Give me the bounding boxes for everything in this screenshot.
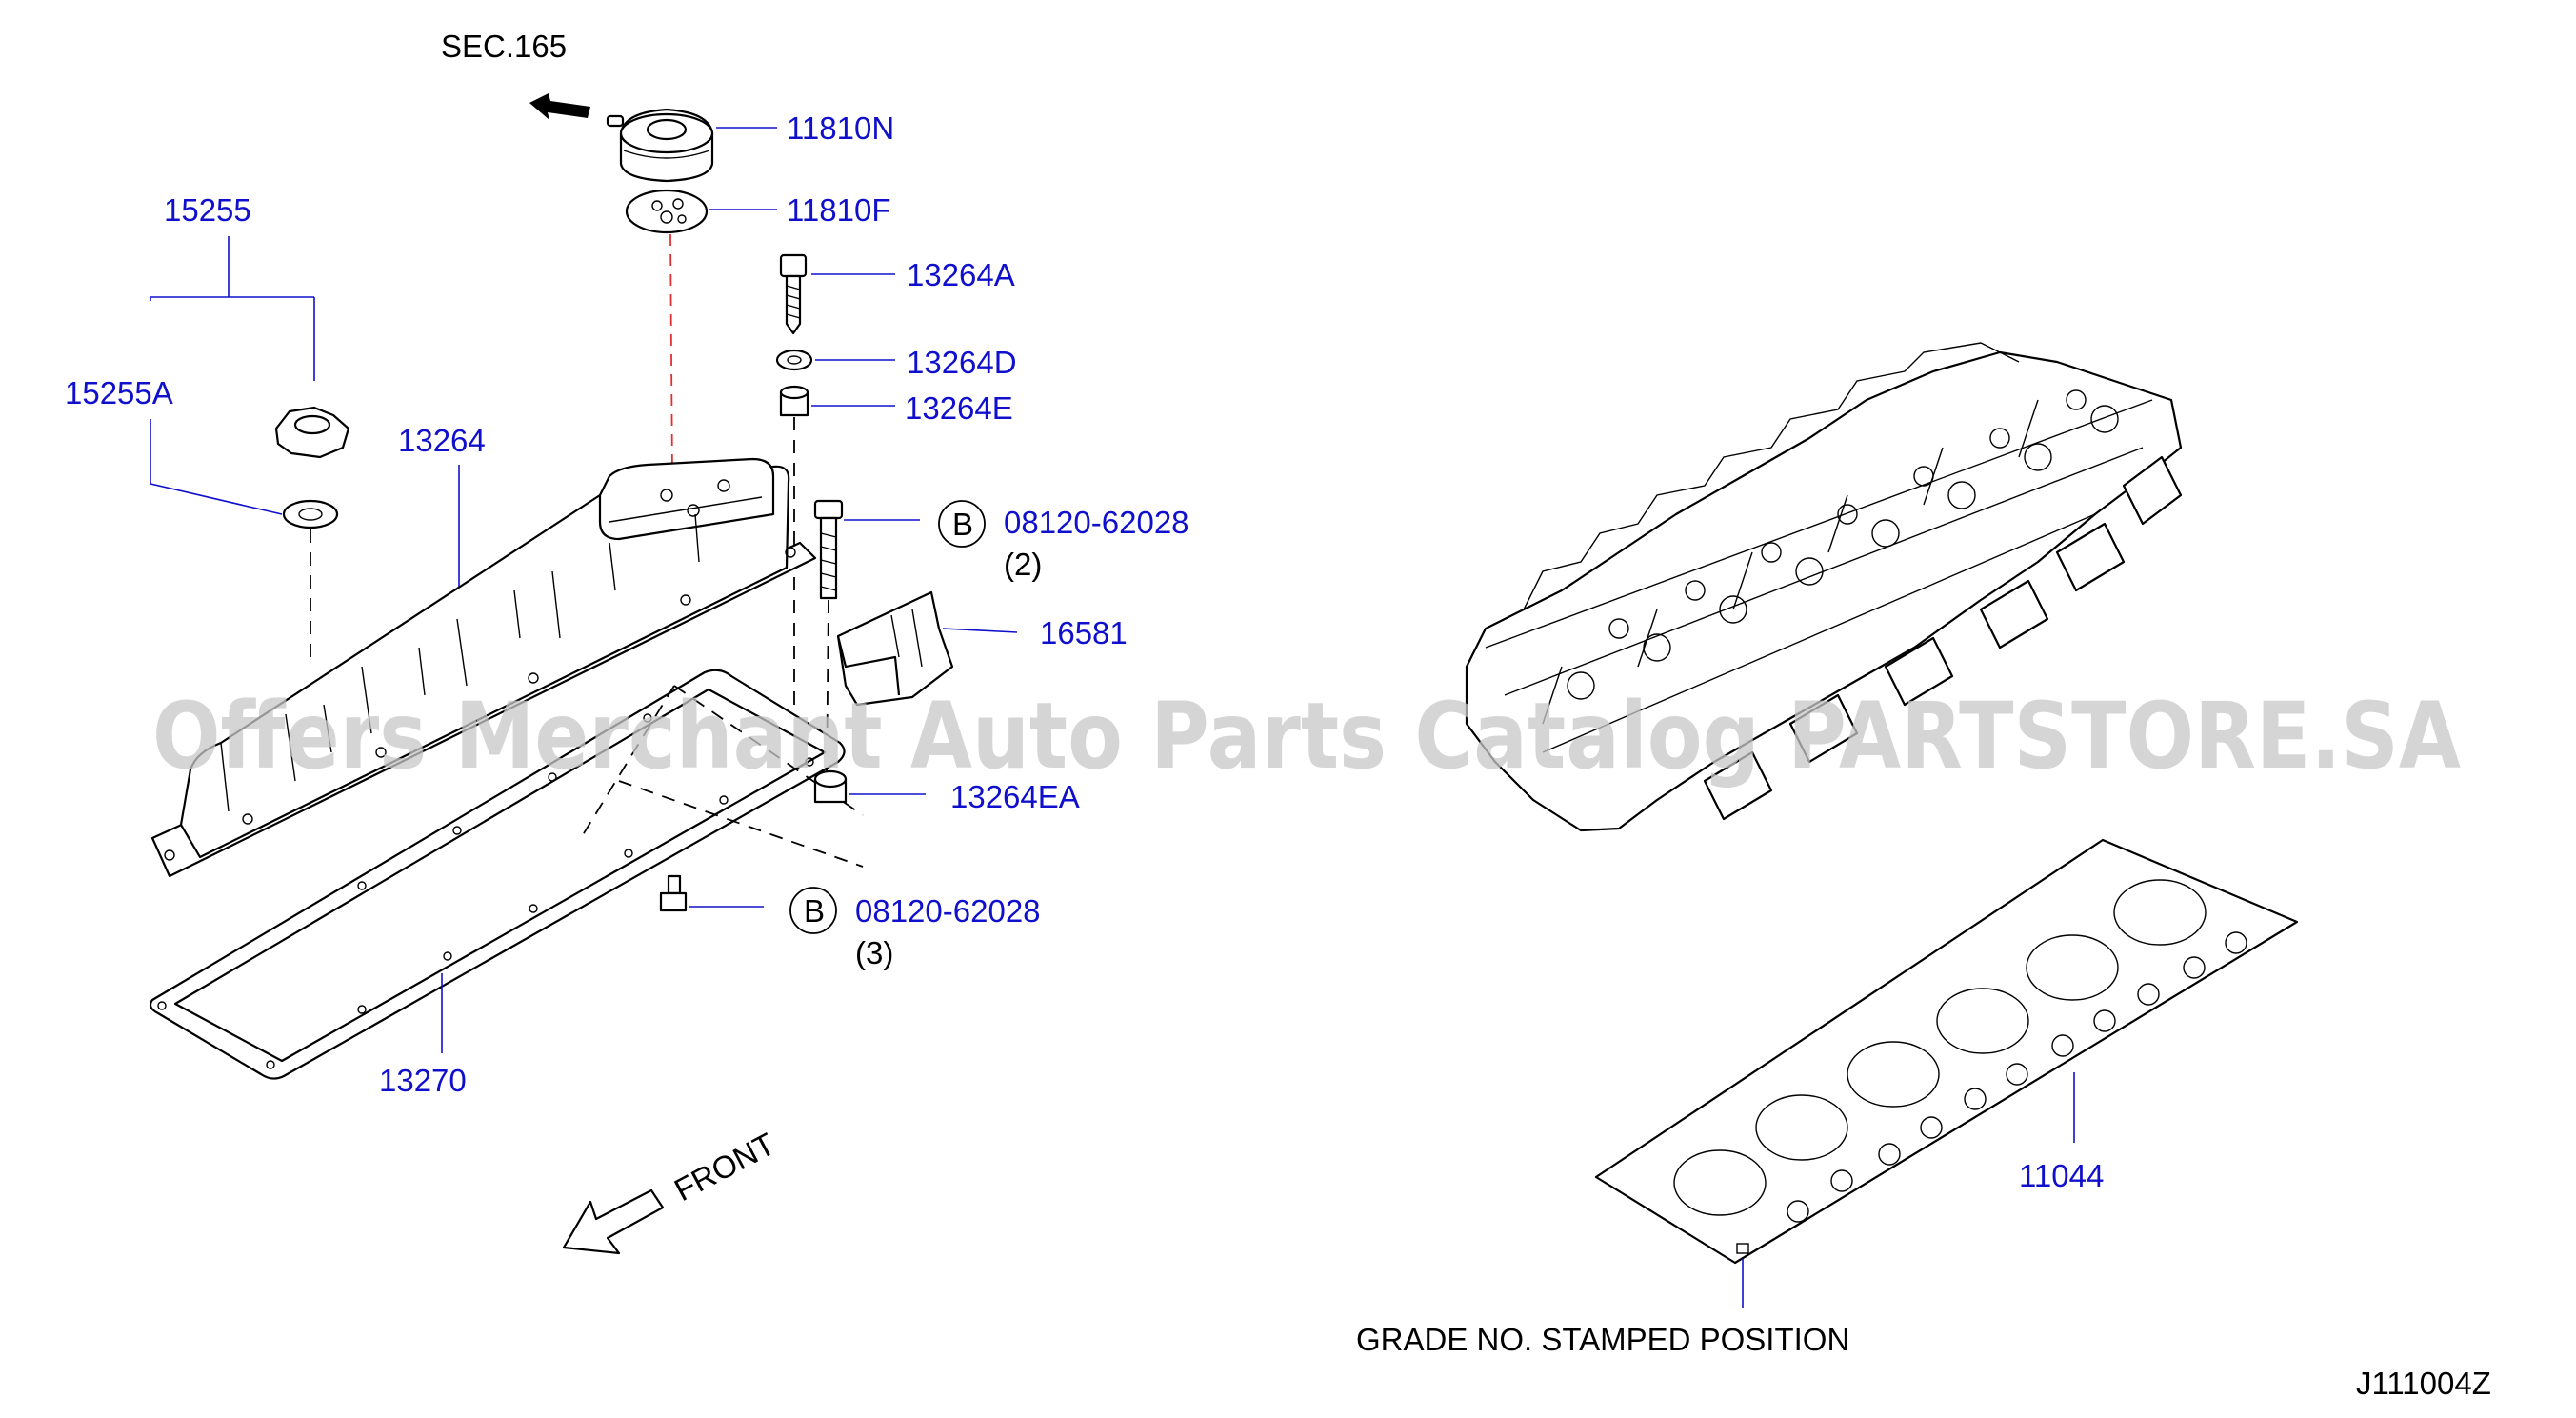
grommet-ea-drawing [813,769,848,804]
callout-b-letter-top[interactable]: B [952,507,973,542]
quantity-top[interactable]: (2) [1004,547,1042,582]
front-arrow-icon [562,1188,665,1255]
stud-bolt-drawing [813,499,844,600]
stud-bolt-bottom-drawing [659,874,688,912]
breather-cap-drawing [606,108,714,183]
cover-bolt-drawing [779,253,808,335]
head-gasket-drawing [1594,838,2299,1265]
diagram-code[interactable]: J111004Z [2356,1366,2491,1401]
cylinder-head-drawing [1465,342,2183,832]
callout-b-circle-bottom [789,887,837,934]
baffle-plate-drawing [836,590,954,707]
breather-gasket-drawing [625,189,709,234]
part-13270[interactable]: 13270 [379,1063,467,1098]
grade-note[interactable]: GRADE NO. STAMPED POSITION [1356,1322,1849,1357]
part-13264A[interactable]: 13264A [907,257,1015,292]
quantity-bottom[interactable]: (3) [855,935,893,970]
section-reference[interactable]: SEC.165 [441,29,567,64]
rocker-gasket-drawing [149,669,846,1080]
part-08120-62028-bottom[interactable]: 08120-62028 [855,893,1041,929]
callout-b-circle-top [938,500,986,548]
front-label[interactable]: FRONT [669,1126,781,1208]
part-15255A[interactable]: 15255A [65,375,173,410]
watermark: Offers Merchant Auto Parts Catalog PARTS… [152,683,2461,789]
section-arrow-icon [529,93,590,120]
grommet-drawing [779,385,809,417]
part-15255[interactable]: 15255 [164,192,251,228]
part-13264D[interactable]: 13264D [907,345,1017,380]
filler-gasket-drawing [282,499,339,529]
callout-b-letter-bottom[interactable]: B [804,893,825,929]
stud-hidden-line [826,599,829,782]
part-13264E[interactable]: 13264E [905,390,1013,426]
part-11044[interactable]: 11044 [2019,1158,2104,1193]
part-16581[interactable]: 16581 [1040,615,1128,650]
washer-drawing [775,349,813,371]
breather-hidden-line [669,233,673,477]
part-13264[interactable]: 13264 [398,423,486,458]
rocker-cover-drawing [150,457,817,878]
part-11810N[interactable]: 11810N [787,110,894,146]
part-13264EA[interactable]: 13264EA [950,779,1080,814]
part-08120-62028-top[interactable]: 08120-62028 [1004,505,1189,540]
part-11810F[interactable]: 11810F [787,192,890,228]
oil-filler-cap-drawing [274,406,350,459]
